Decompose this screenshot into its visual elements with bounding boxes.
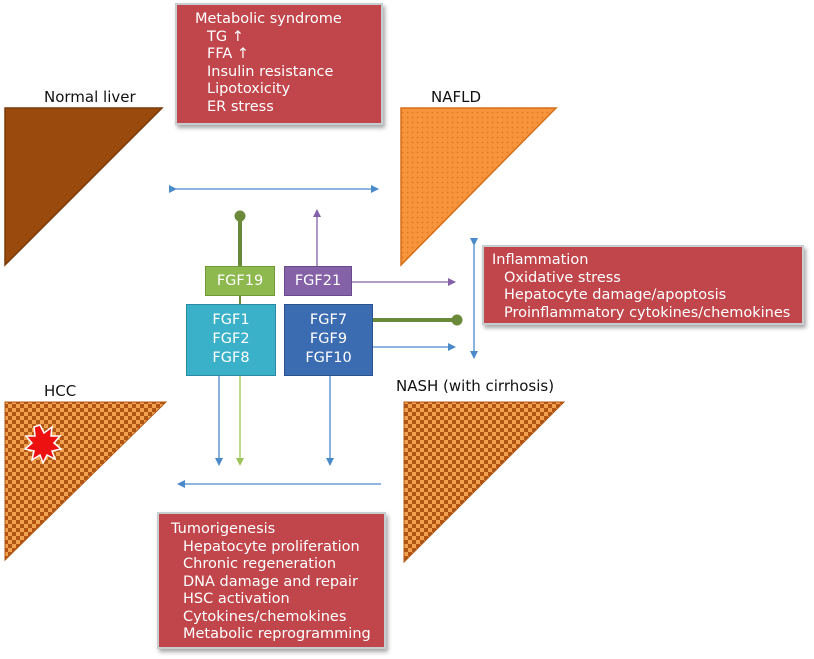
fgf9-label: FGF9 <box>309 331 348 347</box>
tumorigenesis-item: HSC activation <box>183 591 290 607</box>
fgf1-label: FGF1 <box>212 312 250 328</box>
nash-triangle <box>403 401 566 564</box>
inflammation-title: Inflammation <box>492 252 589 268</box>
tumorigenesis-box: Tumorigenesis Hepatocyte proliferation C… <box>157 512 386 649</box>
metabolic-item: FFA ↑ <box>207 46 250 62</box>
fgf7-group-box: FGF7 FGF9 FGF10 <box>284 304 373 376</box>
metabolic-item: Insulin resistance <box>207 63 334 80</box>
tumorigenesis-item: Metabolic reprogramming <box>183 626 371 642</box>
metabolic-item: Lipotoxicity <box>207 81 291 97</box>
metabolic-title: Metabolic syndrome <box>195 11 342 27</box>
normal-liver-triangle <box>4 107 164 267</box>
metabolic-syndrome-box: Metabolic syndrome TG ↑ FFA ↑ Insulin re… <box>175 3 383 125</box>
hcc-label: HCC <box>44 382 77 400</box>
metabolic-item: TG ↑ <box>207 28 244 45</box>
fgf19-box: FGF19 <box>205 266 275 296</box>
tumorigenesis-item: Hepatocyte proliferation <box>183 538 360 555</box>
tumor-burst-icon <box>23 424 63 465</box>
fgf21-label: FGF21 <box>294 273 342 289</box>
fgf1-group-box: FGF1 FGF2 FGF8 <box>186 304 276 376</box>
inflammation-box: Inflammation Oxidative stress Hepatocyte… <box>482 245 804 325</box>
fgf19-label: FGF19 <box>216 273 264 289</box>
nafld-triangle <box>400 107 558 267</box>
hcc-triangle <box>4 401 168 562</box>
fgf19-stem-end <box>234 210 246 222</box>
tumorigenesis-item: Chronic regeneration <box>183 556 337 572</box>
fgf7-label: FGF7 <box>309 312 348 328</box>
metabolic-item: ER stress <box>207 98 274 115</box>
nafld-label: NAFLD <box>431 88 482 106</box>
tumorigenesis-title: Tumorigenesis <box>171 521 276 537</box>
inflammation-item: Hepatocyte damage/apoptosis <box>504 287 727 303</box>
fgf10-label: FGF10 <box>305 350 352 366</box>
nash-label: NASH (with cirrhosis) <box>396 377 555 395</box>
normal-liver-label: Normal liver <box>44 88 136 106</box>
fgf8-label: FGF8 <box>212 350 250 366</box>
fgf21-box: FGF21 <box>284 266 352 296</box>
tumorigenesis-item: DNA damage and repair <box>183 573 358 590</box>
tumorigenesis-item: Cytokines/chemokines <box>183 608 347 625</box>
fgf2-label: FGF2 <box>212 331 250 347</box>
fgf7-stem-end <box>451 314 463 326</box>
inflammation-item: Oxidative stress <box>504 269 621 286</box>
inflammation-item: Proinflammatory cytokines/chemokines <box>504 304 791 321</box>
